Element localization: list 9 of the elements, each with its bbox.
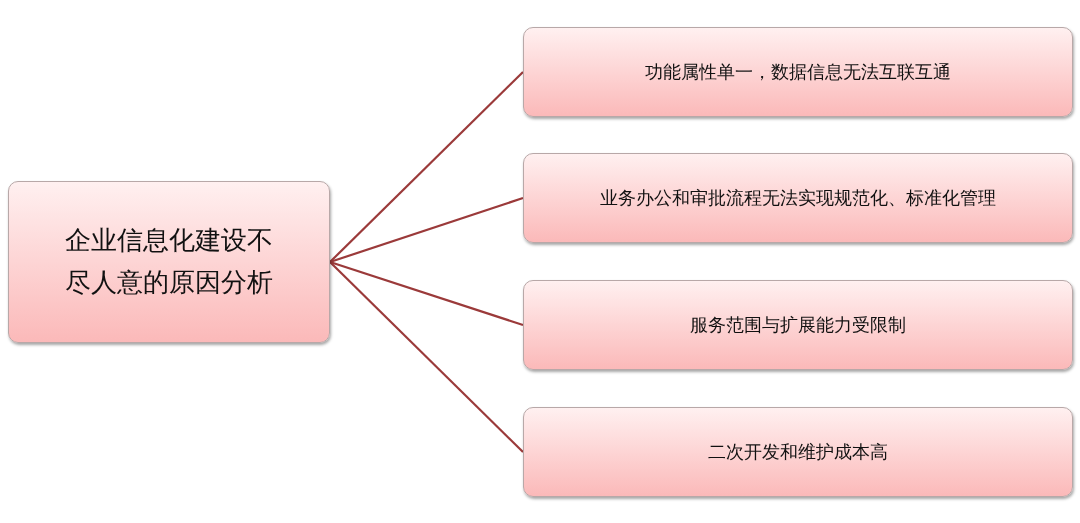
reason-box: 二次开发和维护成本高 xyxy=(523,407,1073,497)
topic-box: 企业信息化建设不尽人意的原因分析 xyxy=(8,181,330,343)
reason-box: 功能属性单一，数据信息无法互联互通 xyxy=(523,27,1073,117)
connector-line xyxy=(329,261,524,453)
connector-line xyxy=(329,260,524,327)
connector-line xyxy=(329,71,524,263)
connector-line xyxy=(329,196,524,264)
reason-box: 业务办公和审批流程无法实现规范化、标准化管理 xyxy=(523,153,1073,243)
reason-box: 服务范围与扩展能力受限制 xyxy=(523,280,1073,370)
